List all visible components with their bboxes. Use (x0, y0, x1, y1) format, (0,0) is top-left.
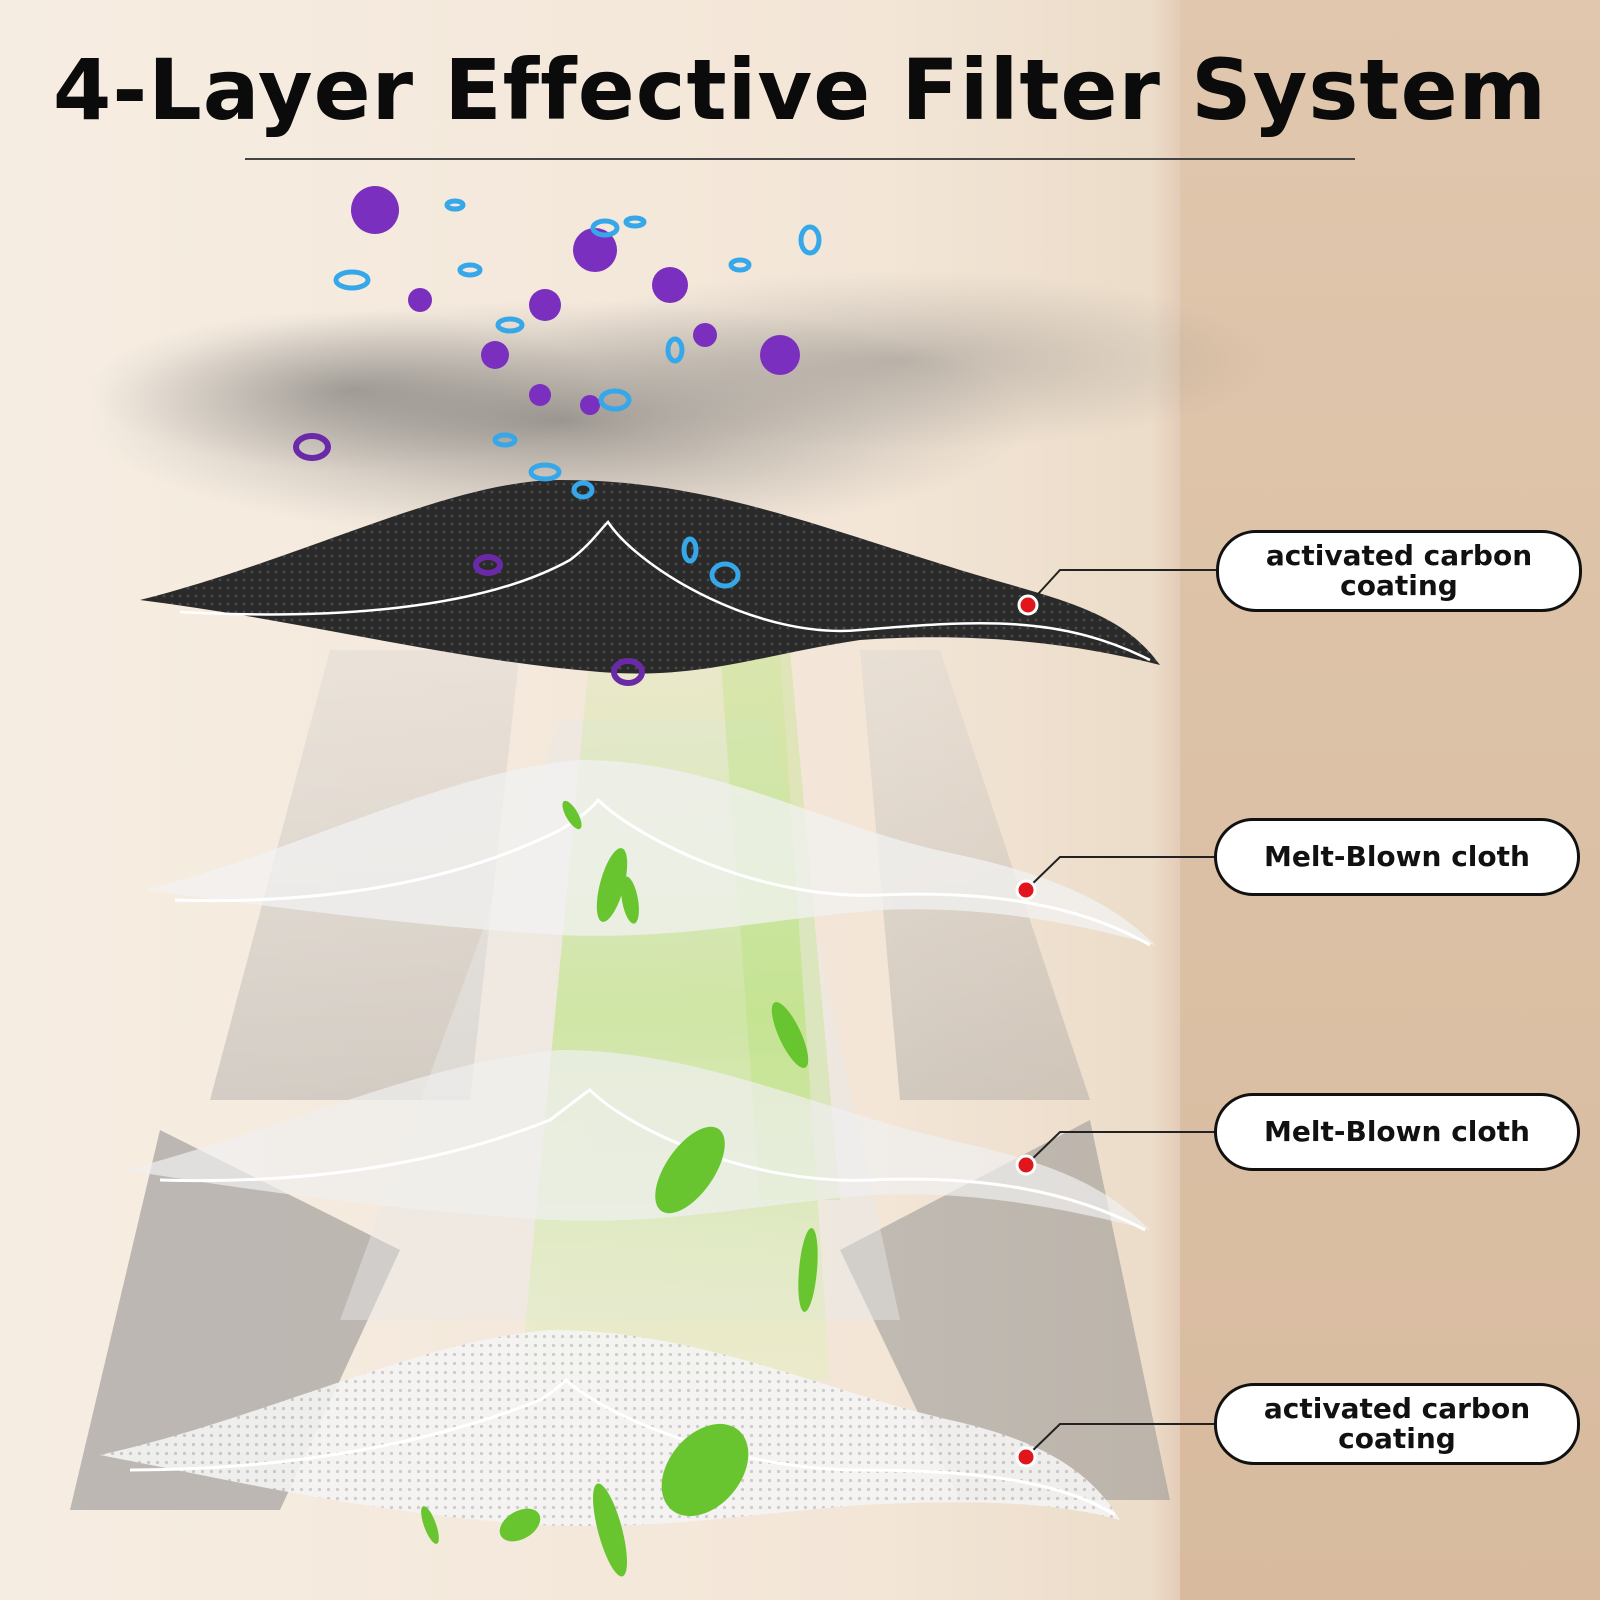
label-layer-4: activated carbon coating (1214, 1383, 1580, 1465)
background-wall-panel (1180, 0, 1600, 1600)
label-layer-3: Melt-Blown cloth (1214, 1093, 1580, 1171)
marker-layer-4 (1015, 1446, 1037, 1468)
melt-blown-layer-3 (125, 1050, 1150, 1232)
dust-cloud (90, 270, 1280, 540)
leaf-particles (421, 800, 818, 1577)
page-title: 4-Layer Effective Filter System (52, 41, 1548, 139)
virus-rings (293, 433, 645, 686)
label-layer-1: activated carbon coating (1216, 530, 1582, 612)
bacteria-particles (333, 198, 822, 589)
virus-particles (351, 186, 800, 415)
carbon-layer-top (140, 480, 1160, 674)
marker-layer-2 (1015, 879, 1037, 901)
title-underline (245, 158, 1355, 160)
callout-leaders (1025, 569, 1216, 1458)
marker-layer-3 (1015, 1154, 1037, 1176)
marker-layer-1 (1017, 594, 1039, 616)
melt-blown-layer-2 (145, 760, 1155, 947)
layer-markers (1015, 594, 1039, 1468)
label-layer-2: Melt-Blown cloth (1214, 818, 1580, 896)
carbon-layer-bottom (100, 1330, 1120, 1526)
